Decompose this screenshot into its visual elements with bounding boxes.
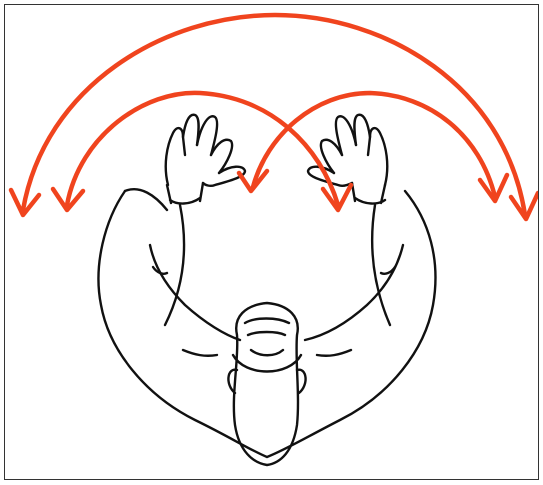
arrow-inner-right-icon [239,93,507,201]
person-figure-icon [98,115,435,465]
illustration-canvas [5,5,539,480]
illustration-frame [4,4,539,480]
